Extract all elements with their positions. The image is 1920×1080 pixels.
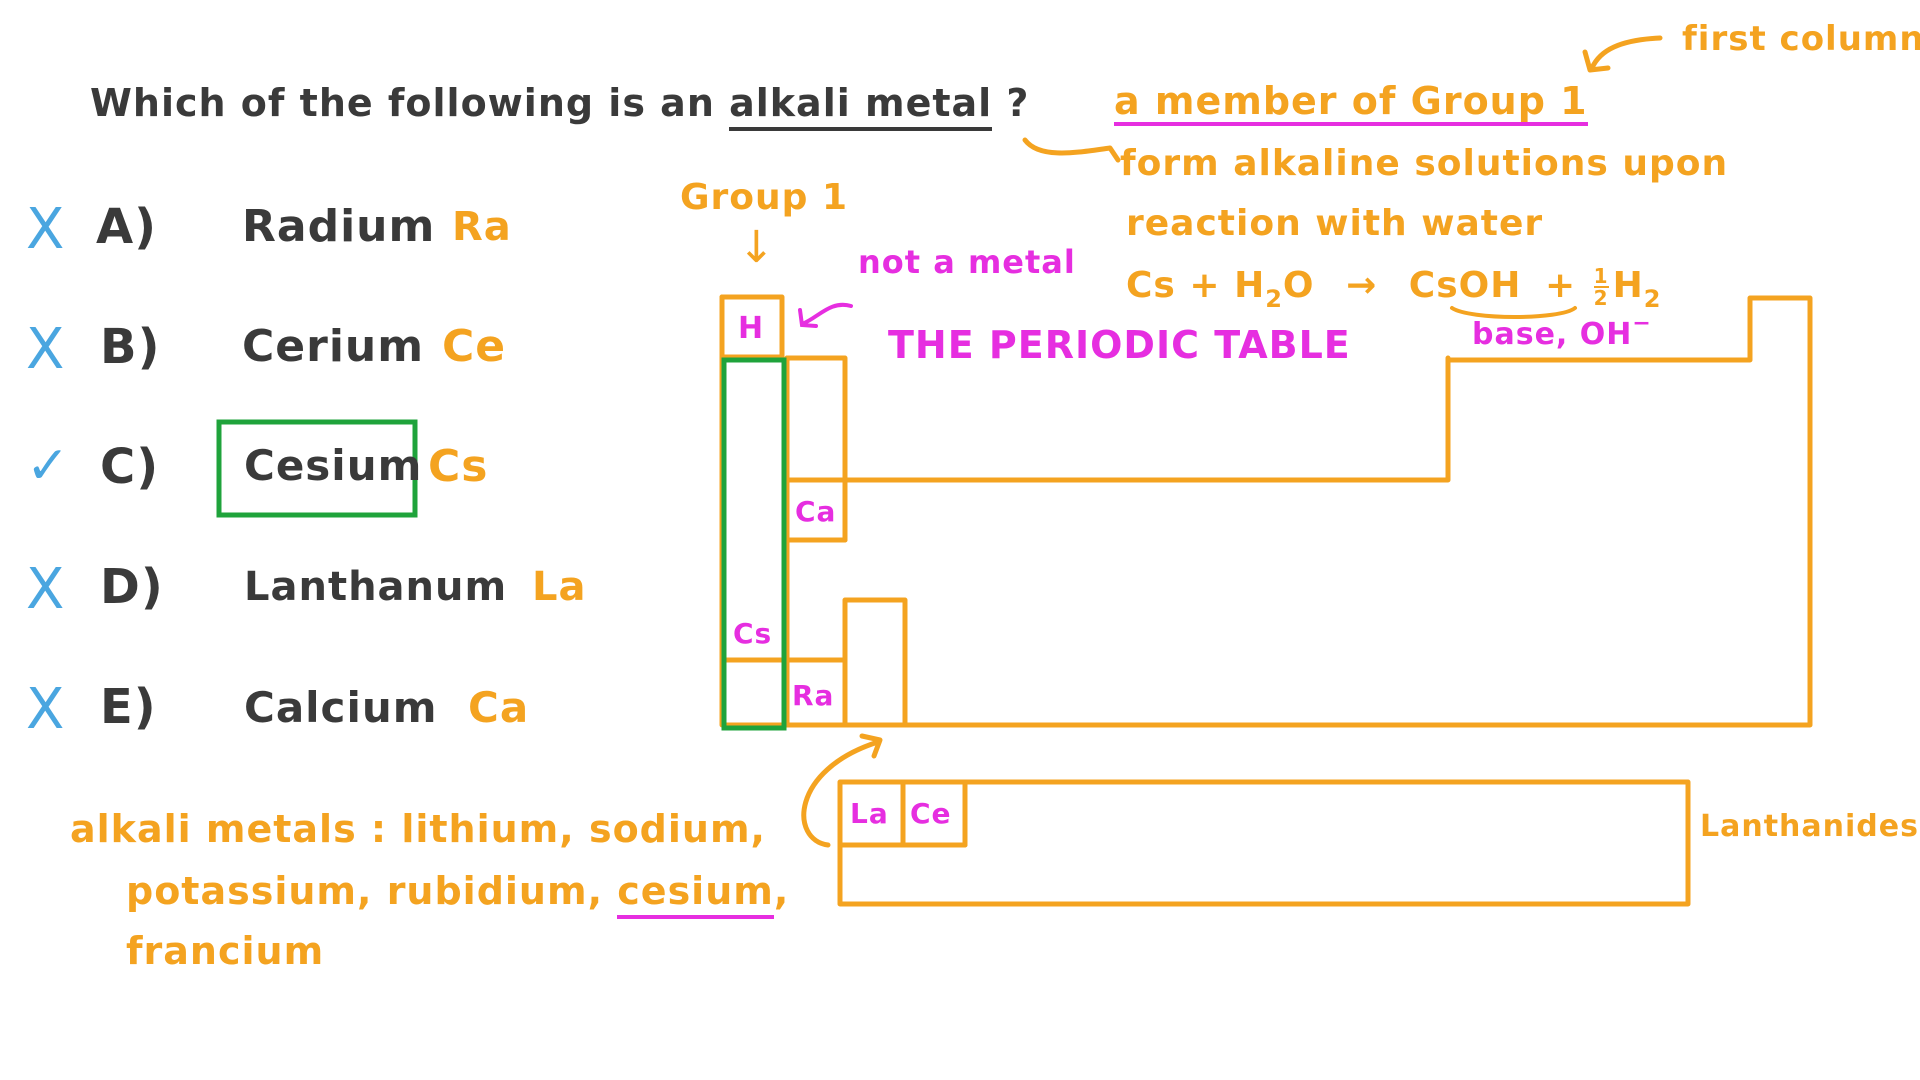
option-name: Calcium xyxy=(244,683,438,732)
base-note: base, OH− xyxy=(1472,311,1652,352)
question-term: alkali metal xyxy=(729,81,993,131)
option-symbol: Ce xyxy=(442,321,507,372)
lanthanides-label: Lanthanides xyxy=(1700,809,1919,844)
option-symbol: Ca xyxy=(468,683,530,732)
option-letter: C) xyxy=(100,439,160,495)
option-name: Cerium xyxy=(242,321,425,372)
periodic-table-title: THE PERIODIC TABLE xyxy=(888,323,1351,367)
group1-label: Group 1 xyxy=(680,177,849,218)
alkaline-note-line1: form alkaline solutions upon xyxy=(1120,143,1729,184)
cell-ce: Ce xyxy=(910,797,952,830)
table-top-right xyxy=(784,355,1451,483)
alkali-list-line1: alkali metals : lithium, sodium, xyxy=(70,807,766,851)
option-name: Radium xyxy=(242,201,436,252)
option-letter: A) xyxy=(96,199,158,255)
option-letter: E) xyxy=(100,679,157,735)
cell-h-box xyxy=(719,294,785,360)
answer-highlight xyxy=(216,419,418,518)
option-symbol: Ra xyxy=(452,204,512,250)
wrong-mark-icon: X xyxy=(26,557,66,622)
alkali-list-line3: francium xyxy=(126,929,325,973)
product: CsOH xyxy=(1408,265,1522,306)
wrong-mark-icon: X xyxy=(26,677,66,742)
cell-extra-box xyxy=(842,597,908,728)
alkali-list-line2: potassium, rubidium, cesium, xyxy=(126,869,789,919)
wrong-mark-icon: X xyxy=(26,317,66,382)
wrong-mark-icon: X xyxy=(26,197,66,262)
cell-ra: Ra xyxy=(792,679,835,712)
down-arrow-icon: ↓ xyxy=(738,222,776,273)
question-text: Which of the following is an alkali meta… xyxy=(90,81,1029,131)
option-name: Lanthanum xyxy=(244,564,508,610)
option-symbol: La xyxy=(532,564,587,610)
option-letter: B) xyxy=(100,319,161,375)
group-definition: a member of Group 1 xyxy=(1114,82,1588,126)
cell-cs: Cs xyxy=(733,617,773,650)
cell-ca: Ca xyxy=(795,495,837,528)
not-a-metal-note: not a metal xyxy=(858,243,1076,281)
cell-h: H xyxy=(738,311,765,346)
group1-highlight xyxy=(721,357,787,731)
cell-la: La xyxy=(850,797,889,830)
option-letter: D) xyxy=(100,559,164,615)
first-column-note: first column xyxy=(1682,19,1920,59)
option-symbol: Cs xyxy=(428,441,489,492)
alkaline-note-line2: reaction with water xyxy=(1126,203,1544,244)
option-name: Cesium xyxy=(244,441,423,490)
cesium-highlight: cesium xyxy=(617,869,774,919)
reaction-arrow-icon: → xyxy=(1346,265,1378,306)
check-mark-icon: ✓ xyxy=(26,436,71,496)
